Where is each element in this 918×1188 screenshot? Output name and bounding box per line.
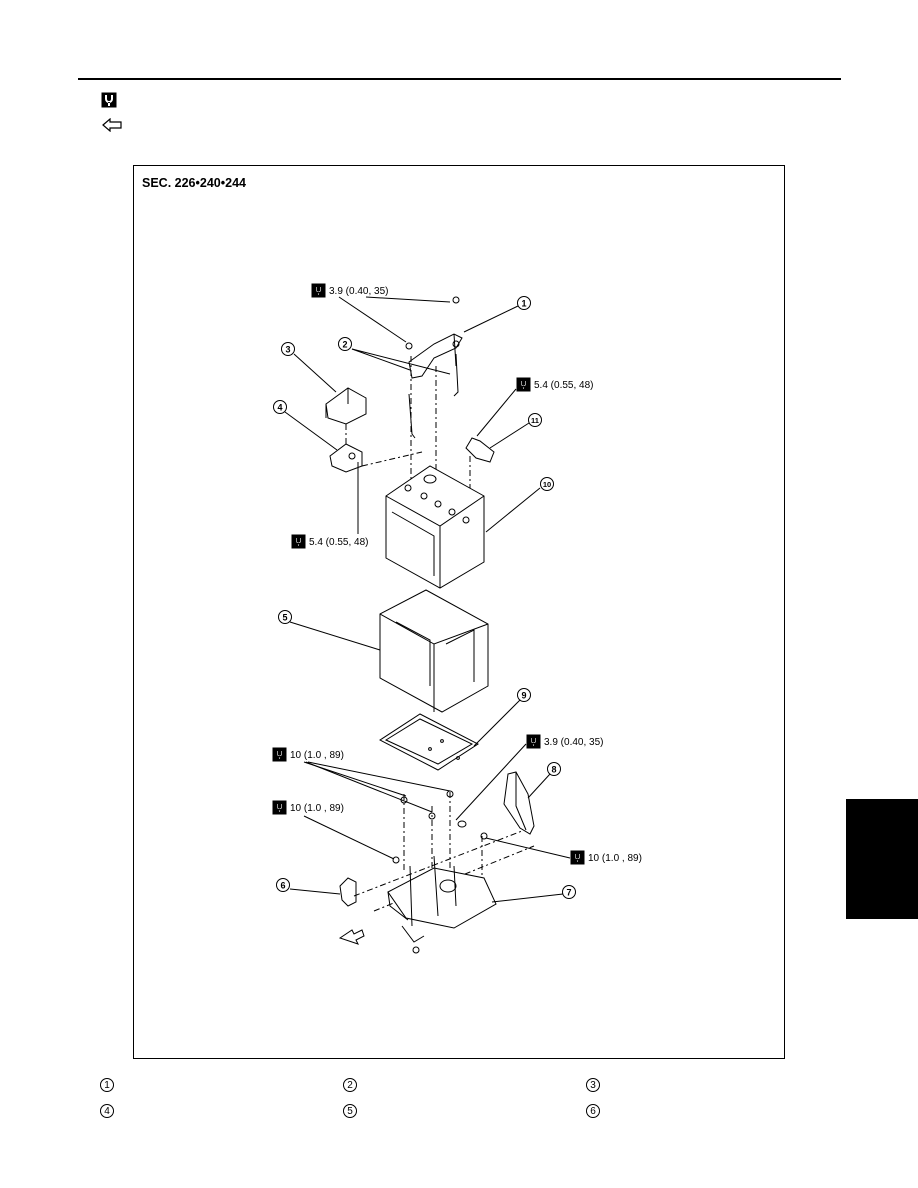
torque-label-5: 10 (1.0 , 89)	[290, 750, 344, 761]
part-item-4: 4	[100, 1104, 114, 1118]
torque-icon	[291, 534, 306, 549]
torque-label-2: 5.4 (0.55, 48)	[534, 380, 593, 391]
torque-label-7: 10 (1.0 , 89)	[588, 853, 642, 864]
torque-icon	[570, 850, 585, 865]
svg-text:7: 7	[566, 888, 571, 898]
svg-text:6: 6	[280, 881, 285, 891]
callout-1: 1	[517, 296, 531, 310]
callout-4: 4	[273, 400, 287, 414]
callout-11: 11	[528, 413, 542, 427]
header-rule	[78, 78, 841, 80]
part-number: 1	[100, 1078, 114, 1092]
svg-text:10: 10	[543, 480, 551, 489]
torque-wrench-icon	[101, 92, 117, 108]
callout-7: 7	[562, 885, 576, 899]
torque-icon	[311, 283, 326, 298]
callout-10: 10	[540, 477, 554, 491]
callout-8: 8	[547, 762, 561, 776]
part-number: 5	[343, 1104, 357, 1118]
front-arrow-icon	[338, 929, 365, 945]
part-number: 2	[343, 1078, 357, 1092]
torque-icon	[526, 734, 541, 749]
callout-5: 5	[278, 610, 292, 624]
legend-front	[101, 117, 123, 133]
callout-6: 6	[276, 878, 290, 892]
svg-text:1: 1	[521, 299, 526, 309]
svg-text:8: 8	[551, 765, 556, 775]
battery-exploded-diagram: 3.9 (0.40, 35) 5.4 (0.55, 48) 5.4 (0.55,…	[272, 283, 642, 954]
callout-9: 9	[517, 688, 531, 702]
part-item-5: 5	[343, 1104, 357, 1118]
svg-text:2: 2	[342, 340, 347, 350]
exploded-view-figure: SEC. 226•240•244 3.9 (0.40, 35) 5.4 (0.5…	[133, 165, 785, 1059]
part-number: 4	[100, 1104, 114, 1118]
part-item-1: 1	[100, 1078, 114, 1092]
callout-3: 3	[281, 342, 295, 356]
torque-label-6: 10 (1.0 , 89)	[290, 803, 344, 814]
torque-icon	[516, 377, 531, 392]
part-number: 3	[586, 1078, 600, 1092]
svg-text:4: 4	[277, 403, 282, 413]
svg-text:9: 9	[521, 691, 526, 701]
torque-label-4: 3.9 (0.40, 35)	[544, 737, 603, 748]
torque-label-1: 3.9 (0.40, 35)	[329, 286, 388, 297]
part-number: 6	[586, 1104, 600, 1118]
svg-text:5: 5	[282, 613, 287, 623]
part-item-3: 3	[586, 1078, 600, 1092]
part-item-2: 2	[343, 1078, 357, 1092]
torque-icon	[272, 747, 287, 762]
section-label: SEC. 226•240•244	[142, 176, 246, 190]
section-side-tab	[846, 799, 918, 919]
part-item-6: 6	[586, 1104, 600, 1118]
legend-torque	[101, 92, 117, 108]
arrow-left-icon	[102, 118, 122, 132]
torque-icon	[272, 800, 287, 815]
callout-2: 2	[338, 337, 352, 351]
svg-text:11: 11	[531, 416, 539, 425]
torque-label-3: 5.4 (0.55, 48)	[309, 537, 368, 548]
svg-text:3: 3	[285, 345, 290, 355]
